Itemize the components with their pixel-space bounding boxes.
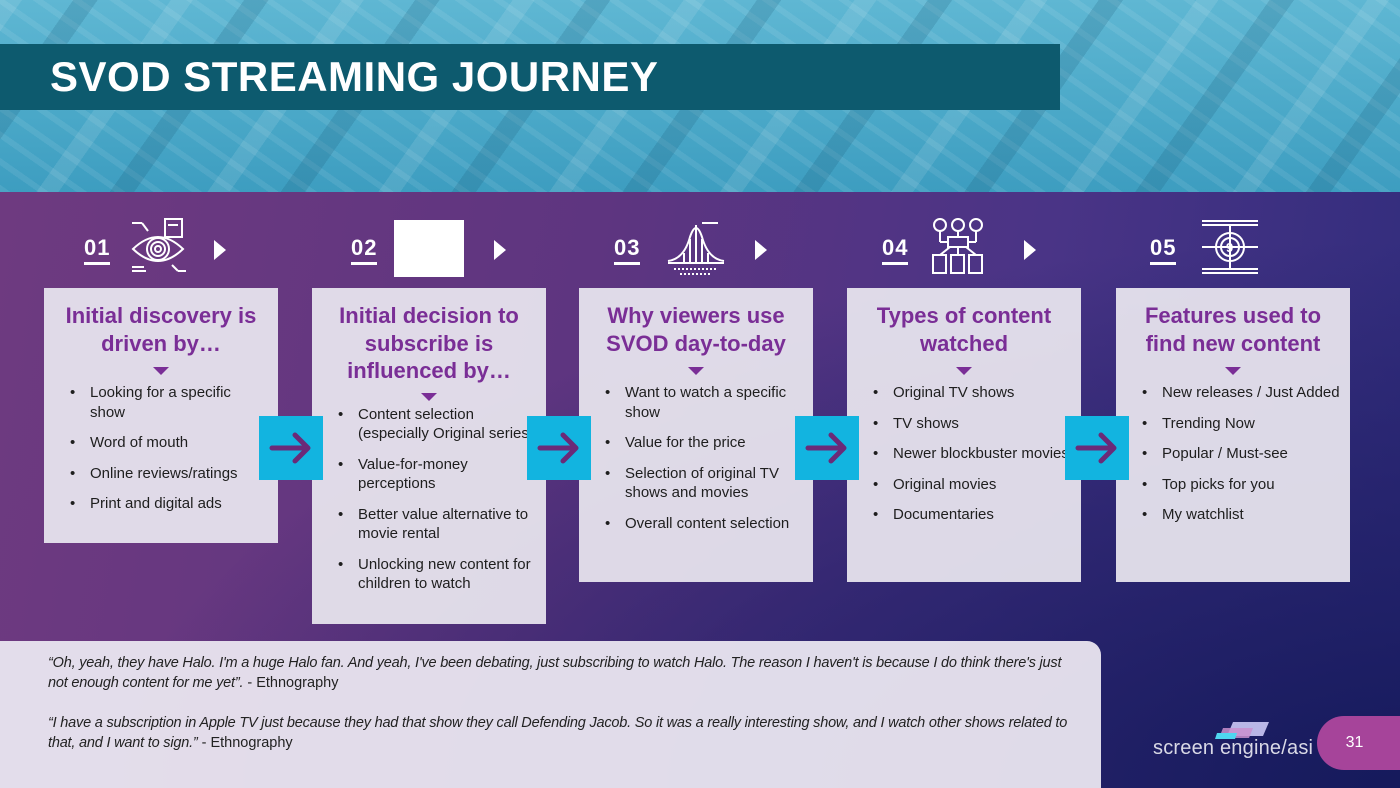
list-item: Selection of original TV shows and movie… xyxy=(603,464,803,503)
image-placeholder xyxy=(394,220,464,277)
step-card-features: Features used to find new content New re… xyxy=(1116,288,1350,582)
step-card-discovery: Initial discovery is driven by… Looking … xyxy=(44,288,278,543)
arrow-right-icon xyxy=(1075,432,1117,464)
quote-text: “I have a subscription in Apple TV just … xyxy=(48,715,1068,751)
step-card-content-types: Types of content watched Original TV sho… xyxy=(847,288,1081,582)
quote-source: - Ethnography xyxy=(243,675,339,691)
list-item: Print and digital ads xyxy=(68,494,268,514)
caret-down-icon xyxy=(688,367,704,375)
quote: “Oh, yeah, they have Halo. I'm a huge Ha… xyxy=(48,653,1081,693)
next-step-caret-icon xyxy=(494,240,506,260)
eye-scan-icon xyxy=(131,218,186,272)
quotes-panel: “Oh, yeah, they have Halo. I'm a huge Ha… xyxy=(0,641,1101,788)
card-title: Initial discovery is driven by… xyxy=(65,303,257,356)
step-number: 01 xyxy=(84,236,111,265)
list-item: Content selection (especially Original s… xyxy=(336,405,536,444)
list-item: My watchlist xyxy=(1140,505,1340,525)
film-countdown-icon: 9 xyxy=(1202,220,1258,274)
arrow-right-icon xyxy=(537,432,579,464)
next-step-caret-icon xyxy=(214,240,226,260)
step-card-subscribe: Initial decision to subscribe is influen… xyxy=(312,288,546,624)
card-title: Features used to find new content xyxy=(1144,303,1322,356)
caret-down-icon xyxy=(1225,367,1241,375)
list-item: Original movies xyxy=(871,475,1071,495)
brand-name: screen engine/asi xyxy=(1153,737,1314,759)
next-step-caret-icon xyxy=(755,240,767,260)
card-list: Looking for a specific show Word of mout… xyxy=(54,383,268,514)
bell-curve-icon xyxy=(667,222,725,275)
arrow-right-icon xyxy=(269,432,311,464)
list-item: Documentaries xyxy=(871,505,1071,525)
card-list: Original TV shows TV shows Newer blockbu… xyxy=(857,383,1071,525)
page-number: 31 xyxy=(1317,716,1400,770)
list-item: Value for the price xyxy=(603,433,803,453)
card-list: New releases / Just Added Trending Now P… xyxy=(1126,383,1340,525)
list-item: Unlocking new content for children to wa… xyxy=(336,555,536,594)
card-list: Content selection (especially Original s… xyxy=(322,405,536,594)
title-bar: SVOD STREAMING JOURNEY xyxy=(0,44,1060,110)
flow-arrow xyxy=(1065,416,1129,480)
flow-arrow xyxy=(795,416,859,480)
arrow-right-icon xyxy=(805,432,847,464)
content-hierarchy-icon xyxy=(932,218,983,274)
step-number: 02 xyxy=(351,236,378,265)
step-number: 03 xyxy=(614,236,641,265)
step-number: 05 xyxy=(1150,236,1177,265)
card-list: Want to watch a specific show Value for … xyxy=(589,383,803,533)
page-title: SVOD STREAMING JOURNEY xyxy=(50,53,659,100)
list-item: Trending Now xyxy=(1140,414,1340,434)
list-item: Original TV shows xyxy=(871,383,1071,403)
caret-down-icon xyxy=(153,367,169,375)
quote-text: “Oh, yeah, they have Halo. I'm a huge Ha… xyxy=(48,655,1062,691)
card-title: Initial decision to subscribe is influen… xyxy=(339,303,519,383)
next-step-caret-icon xyxy=(1024,240,1036,260)
caret-down-icon xyxy=(421,392,437,401)
list-item: TV shows xyxy=(871,414,1071,434)
step-card-daily-use: Why viewers use SVOD day-to-day Want to … xyxy=(579,288,813,582)
card-title: Types of content watched xyxy=(876,303,1052,356)
flow-arrow xyxy=(259,416,323,480)
list-item: Looking for a specific show xyxy=(68,383,268,422)
list-item: Top picks for you xyxy=(1140,475,1340,495)
list-item: Value-for-money perceptions xyxy=(336,455,536,494)
flow-arrow xyxy=(527,416,591,480)
list-item: Want to watch a specific show xyxy=(603,383,803,422)
quote: “I have a subscription in Apple TV just … xyxy=(48,713,1081,753)
step-number: 04 xyxy=(882,236,909,265)
list-item: Newer blockbuster movies xyxy=(871,444,1071,464)
list-item: Word of mouth xyxy=(68,433,268,453)
list-item: Online reviews/ratings xyxy=(68,464,268,484)
logo-mark-icon xyxy=(1215,722,1269,739)
quote-source: - Ethnography xyxy=(197,735,293,751)
list-item: Better value alternative to movie rental xyxy=(336,505,536,544)
list-item: Popular / Must-see xyxy=(1140,444,1340,464)
list-item: New releases / Just Added xyxy=(1140,383,1340,403)
card-title: Why viewers use SVOD day-to-day xyxy=(606,303,786,356)
caret-down-icon xyxy=(956,367,972,375)
list-item: Overall content selection xyxy=(603,514,803,534)
svg-text:9: 9 xyxy=(1226,240,1233,255)
